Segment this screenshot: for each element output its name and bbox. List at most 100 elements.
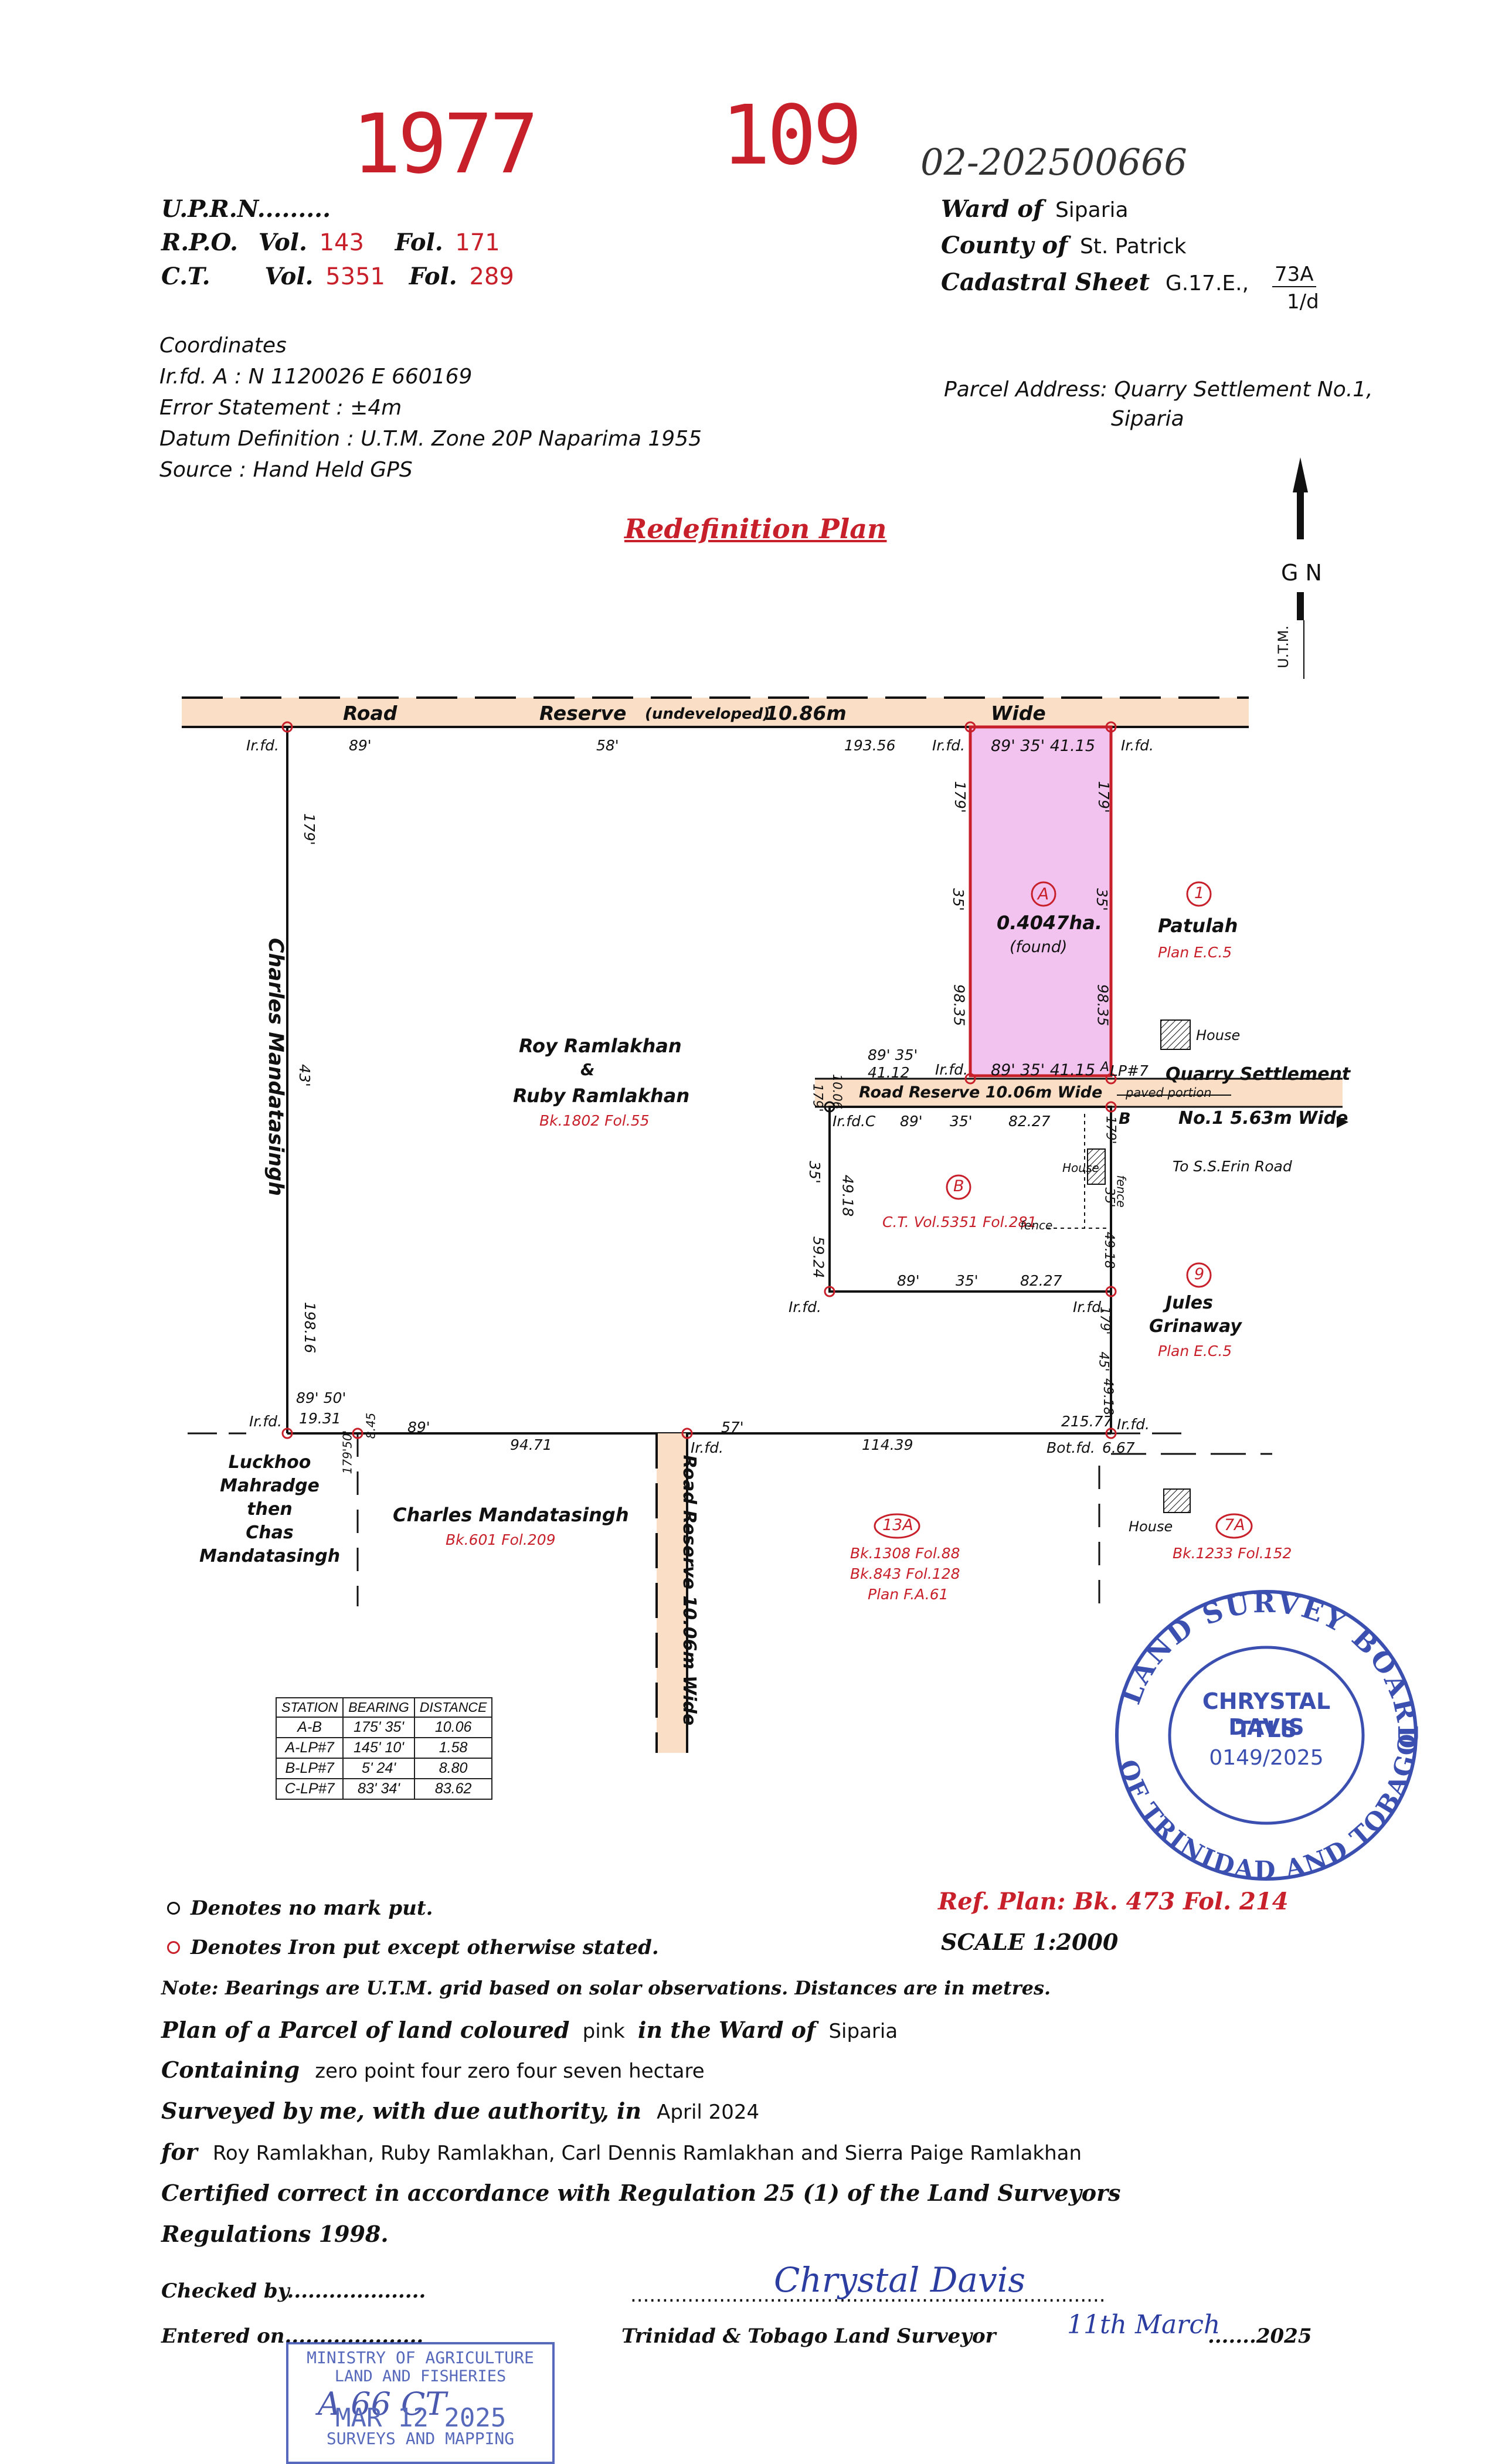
certified-2: Regulations 1998. bbox=[161, 2221, 389, 2247]
header-bearing: BEARING bbox=[342, 1697, 415, 1718]
ct-vol: 5351 bbox=[325, 263, 385, 290]
lot1-num: 1 bbox=[1194, 884, 1205, 902]
coordinates-line3: Datum Definition : U.T.M. Zone 20P Napar… bbox=[159, 427, 702, 451]
plan-of-line: Plan of a Parcel of land coloured pink i… bbox=[161, 2017, 898, 2043]
west-owner: Charles Mandatasingh bbox=[264, 937, 288, 1197]
legend-iron-put-text: Denotes Iron put except otherwise stated… bbox=[191, 1936, 659, 1959]
bot-dist1: 94.71 bbox=[510, 1436, 552, 1453]
b-bottom-dist: 82.27 bbox=[1020, 1272, 1062, 1289]
table-row: A-B 175' 35' 10.06 bbox=[275, 1717, 493, 1738]
cadastral-label: Cadastral Sheet bbox=[941, 269, 1150, 296]
botfd: Bot.fd. bbox=[1046, 1439, 1095, 1456]
road-south: Road Reserve 10.06m Wide bbox=[679, 1454, 700, 1726]
parcel-a-east-b1: 179' bbox=[1095, 781, 1112, 813]
parcel-a-area: 0.4047ha. bbox=[997, 912, 1103, 934]
for-line: for Roy Ramlakhan, Ruby Ramlakhan, Carl … bbox=[161, 2139, 1082, 2165]
ward-label: Ward of bbox=[941, 195, 1044, 223]
irfd-top-a: Ir.fd. bbox=[932, 737, 965, 754]
scale: SCALE 1:2000 bbox=[941, 1929, 1119, 1955]
bot-bear2: 57' bbox=[721, 1419, 744, 1436]
coordinates-line4: Source : Hand Held GPS bbox=[159, 458, 413, 482]
note-bearings: Note: Bearings are U.T.M. grid based on … bbox=[161, 1977, 1051, 1999]
lot9-name2: Grinaway bbox=[1149, 1316, 1242, 1337]
seal-name: CHRYSTAL DAVIS bbox=[1202, 1688, 1331, 1740]
sign-year: .......2025 bbox=[1208, 2324, 1312, 2348]
lot7a-num: 7A bbox=[1224, 1516, 1245, 1534]
road-top-2: Reserve bbox=[539, 702, 627, 725]
irfd-b-sw: Ir.fd. bbox=[789, 1299, 821, 1316]
legend-no-mark-text: Denotes no mark put. bbox=[191, 1897, 433, 1920]
containing-label: Containing bbox=[161, 2057, 300, 2083]
b-west-d2: 59.24 bbox=[810, 1236, 827, 1279]
luckhoo-line4: Chas bbox=[246, 1522, 294, 1543]
lot1-plan: Plan E.C.5 bbox=[1158, 944, 1232, 961]
east-b2: 45' bbox=[1096, 1351, 1111, 1372]
station-table-header: STATION BEARING DISTANCE bbox=[275, 1697, 493, 1718]
rpo-fol-label: Fol. bbox=[395, 229, 443, 256]
luckhoo-block: Luckhoo Mahradge then Chas Mandatasingh bbox=[199, 1451, 340, 1568]
quarry-line1: Quarry Settlement bbox=[1166, 1064, 1351, 1085]
b-top-bear2: 35' bbox=[950, 1113, 973, 1130]
road-top-4: 10.86m bbox=[765, 702, 847, 725]
table-cell: 83.62 bbox=[413, 1778, 493, 1800]
road-top-5: Wide bbox=[991, 702, 1046, 725]
rpo-fol: 171 bbox=[455, 229, 500, 256]
irfd-e: Ir.fd. bbox=[1073, 1299, 1106, 1316]
parcel-a-bottom-w2: 41.12 bbox=[868, 1064, 910, 1081]
no-mark-circle-icon bbox=[167, 1902, 180, 1915]
parcel-a-bottom-w1: 89' 35' bbox=[868, 1046, 918, 1063]
containing-line: Containing zero point four zero four sev… bbox=[161, 2057, 705, 2083]
bot-total: 215.77 bbox=[1061, 1413, 1113, 1430]
plan-of-ward: Siparia bbox=[828, 2020, 898, 2043]
plan-of-pink: pink bbox=[582, 2020, 625, 2043]
rpo-vol-label: Vol. bbox=[258, 229, 307, 256]
table-cell: 8.80 bbox=[413, 1758, 493, 1779]
charles2-ref: Bk.601 Fol.209 bbox=[446, 1531, 556, 1548]
lp7: LP#7 bbox=[1110, 1062, 1149, 1079]
table-row: B-LP#7 5' 24' 8.80 bbox=[275, 1758, 493, 1779]
house-b: House bbox=[1062, 1161, 1099, 1175]
plan-of-text: Plan of a Parcel of land coloured bbox=[161, 2017, 570, 2043]
b-ref: C.T. Vol.5351 Fol.281 bbox=[882, 1214, 1037, 1231]
table-cell: B-LP#7 bbox=[275, 1758, 344, 1779]
owner-main-1: Roy Ramlakhan bbox=[519, 1035, 682, 1057]
parcel-a-found: (found) bbox=[1010, 938, 1068, 956]
for-names: Roy Ramlakhan, Ruby Ramlakhan, Carl Denn… bbox=[212, 2142, 1082, 2165]
ward-line: Ward of Siparia bbox=[941, 195, 1129, 223]
b-east-d: 49.18 bbox=[1101, 1232, 1116, 1269]
to-erin-road: To S.S.Erin Road bbox=[1173, 1158, 1292, 1175]
parcel-a-bottom: 89' 35' 41.15 bbox=[991, 1061, 1096, 1079]
lot13a-num: 13A bbox=[882, 1516, 913, 1534]
ct-vol-label: Vol. bbox=[264, 263, 314, 290]
sw-bear: 89' 50' bbox=[296, 1389, 346, 1406]
b-top-bear: 89' bbox=[900, 1113, 923, 1130]
irfd-c: Ir.fd.C bbox=[833, 1113, 876, 1130]
lot9-num: 9 bbox=[1194, 1265, 1205, 1283]
west-dist: 198.16 bbox=[301, 1301, 319, 1354]
b-bottom-bear2: 35' bbox=[956, 1272, 978, 1289]
parcel-address-label: Parcel Address: bbox=[944, 378, 1107, 402]
coordinates-line1: Ir.fd. A : N 1120026 E 660169 bbox=[159, 365, 473, 389]
top-bearing-1: 89' bbox=[349, 737, 372, 754]
utm-label: U.T.M. bbox=[1275, 626, 1292, 668]
lot7a-ref: Bk.1233 Fol.152 bbox=[1173, 1545, 1292, 1562]
parcel-address-line1: Quarry Settlement No.1, bbox=[1114, 378, 1373, 402]
ministry-stamp: MINISTRY OF AGRICULTURE LAND AND FISHERI… bbox=[286, 2342, 555, 2464]
parcel-a-west-d: 98.35 bbox=[950, 984, 968, 1027]
surveyed-line: Surveyed by me, with due authority, in A… bbox=[161, 2098, 759, 2124]
surveyor-title: Trinidad & Tobago Land Surveyor bbox=[621, 2324, 996, 2348]
cadastral-num: 73A bbox=[1272, 263, 1316, 287]
point-b: B bbox=[1119, 1110, 1131, 1128]
road-mid-bearing: 179' bbox=[810, 1083, 825, 1112]
irfd-nw: Ir.fd. bbox=[246, 737, 279, 754]
fence-b: fence bbox=[1020, 1218, 1053, 1232]
parcel-a-east-b2: 35' bbox=[1093, 888, 1110, 911]
house-1: House bbox=[1196, 1027, 1241, 1044]
top-dist: 193.56 bbox=[844, 737, 896, 754]
se-irfd: Ir.fd. bbox=[1117, 1416, 1150, 1433]
ct-line: C.T. Vol. 5351 Fol. 289 bbox=[161, 263, 514, 290]
bot-dist2: 114.39 bbox=[862, 1436, 913, 1453]
table-cell: 10.06 bbox=[413, 1717, 493, 1738]
parcel-a-west-b1: 179' bbox=[951, 781, 969, 813]
bot-irfd: Ir.fd. bbox=[691, 1439, 723, 1456]
